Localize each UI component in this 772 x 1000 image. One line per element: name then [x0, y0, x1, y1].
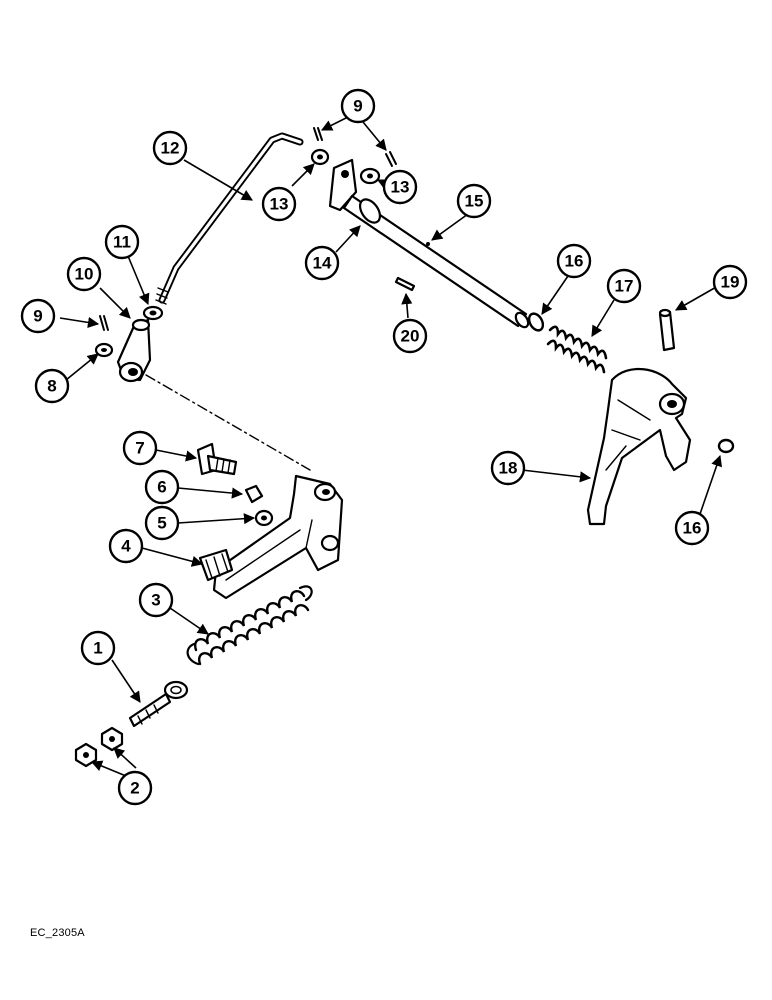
svg-text:7: 7	[135, 439, 144, 458]
callout-13-right: 13	[382, 169, 418, 205]
nut-part-5	[254, 509, 274, 527]
callout-13-left: 13	[261, 186, 297, 222]
callout-5: 5	[144, 505, 180, 541]
callout-1: 1	[80, 630, 116, 666]
svg-text:9: 9	[353, 97, 362, 116]
callout-16-lower: 16	[674, 510, 710, 546]
nuts-part-2	[74, 726, 124, 768]
svg-text:16: 16	[683, 519, 702, 538]
svg-text:9: 9	[33, 307, 42, 326]
cotter-pin-part-9-left	[99, 315, 109, 331]
svg-text:13: 13	[391, 178, 410, 197]
svg-text:16: 16	[565, 252, 584, 271]
lever-part-4	[198, 474, 344, 600]
svg-text:15: 15	[465, 192, 484, 211]
callout-11: 11	[104, 224, 140, 260]
svg-text:6: 6	[157, 478, 166, 497]
svg-text:20: 20	[401, 327, 420, 346]
svg-text:8: 8	[47, 377, 56, 396]
callout-17: 17	[606, 268, 642, 304]
cotter-pins-part-9-right	[313, 127, 397, 167]
pin-part-19	[658, 308, 676, 352]
spring-part-17	[546, 325, 608, 374]
callout-2: 2	[117, 770, 153, 806]
callout-16-upper: 16	[556, 243, 592, 279]
callout-10: 10	[66, 256, 102, 292]
swivel-part-10	[116, 318, 152, 383]
eye-bolt-part-1	[128, 680, 189, 728]
callout-19: 19	[712, 264, 748, 300]
callout-18: 18	[490, 450, 526, 486]
nut-part-11	[142, 305, 164, 321]
svg-text:3: 3	[151, 591, 160, 610]
callout-15: 15	[456, 183, 492, 219]
callout-4: 4	[108, 528, 144, 564]
rod-part-12	[155, 132, 304, 305]
svg-text:14: 14	[313, 254, 332, 273]
pin-part-20	[394, 276, 416, 292]
callout-7: 7	[122, 430, 158, 466]
circlip-part-16-upper	[527, 312, 545, 332]
spring-part-3	[186, 585, 313, 666]
svg-text:12: 12	[161, 139, 180, 158]
svg-text:18: 18	[499, 459, 518, 478]
svg-text:2: 2	[130, 779, 139, 798]
svg-text:13: 13	[270, 195, 289, 214]
svg-text:10: 10	[75, 265, 94, 284]
shaft-part-14	[328, 158, 530, 329]
figure-code: EC_2305A	[30, 927, 85, 939]
svg-text:11: 11	[113, 233, 131, 252]
callout-20: 20	[392, 318, 428, 354]
svg-text:4: 4	[121, 537, 131, 556]
washers-part-13	[310, 148, 381, 185]
bolt-part-6	[244, 484, 264, 504]
callout-9-left: 9	[20, 298, 56, 334]
washer-part-8	[94, 342, 114, 358]
callout-3: 3	[138, 582, 174, 618]
fork-part-18	[586, 367, 692, 526]
svg-text:1: 1	[93, 639, 102, 658]
svg-text:19: 19	[721, 273, 740, 292]
svg-text:5: 5	[157, 514, 166, 533]
callout-12: 12	[152, 130, 188, 166]
callout-14: 14	[304, 245, 340, 281]
callout-8: 8	[34, 368, 70, 404]
circlip-part-16-lower	[717, 438, 735, 454]
bolt-part-7	[196, 442, 238, 476]
svg-text:17: 17	[615, 277, 634, 296]
callout-9-right: 9	[340, 88, 376, 124]
callout-6: 6	[144, 469, 180, 505]
